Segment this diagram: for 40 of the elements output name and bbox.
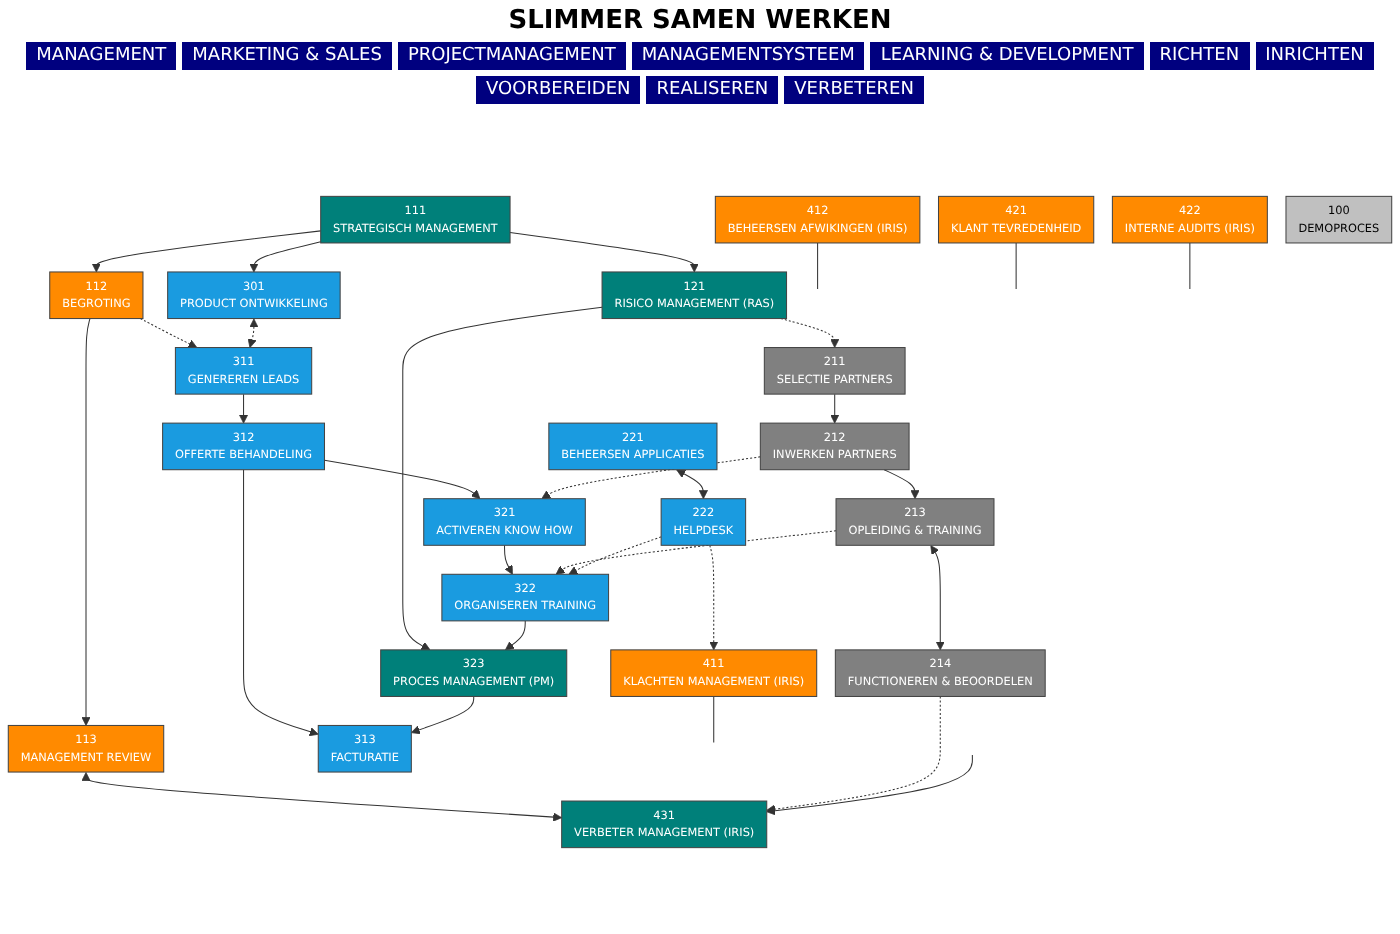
column-header: LEARNING & DEVELOPMENT: [870, 42, 1144, 70]
arrow: [402, 306, 603, 651]
arrow: [505, 620, 526, 651]
arrow: [81, 318, 91, 726]
arrow: [568, 536, 662, 575]
row-header: INRICHTEN: [1255, 42, 1374, 70]
arrow: [323, 459, 481, 500]
column-header: PROJECTMANAGEMENT: [397, 42, 626, 70]
arrow: [541, 456, 761, 500]
column-header: MANAGEMENTSYSTEEM: [631, 42, 865, 70]
connector: [1015, 242, 1017, 290]
arrow: [676, 469, 708, 500]
arrow: [81, 772, 563, 822]
arrow: [504, 544, 513, 575]
arrow: [410, 695, 475, 735]
arrow: [91, 230, 322, 273]
arrow: [766, 754, 973, 816]
arrow: [780, 318, 840, 348]
arrow: [555, 530, 837, 575]
row-header: REALISEREN: [646, 76, 779, 104]
connector: [713, 695, 715, 744]
column-header: MANAGEMENT: [26, 42, 177, 70]
row-header: VOORBEREIDEN: [476, 76, 641, 104]
connector: [1189, 242, 1191, 290]
arrow: [249, 241, 322, 273]
row-header: VERBETEREN: [784, 76, 924, 104]
arrow: [247, 318, 259, 348]
arrow: [509, 231, 699, 273]
connector: [817, 242, 819, 290]
arrow: [709, 544, 719, 651]
arrow: [930, 545, 945, 651]
arrow: [239, 393, 249, 424]
arrow: [830, 393, 840, 424]
arrow: [766, 695, 941, 814]
row-header: RICHTEN: [1149, 42, 1250, 70]
arrow: [883, 469, 920, 500]
arrow: [139, 318, 198, 348]
diagram-title: SLIMMER SAMEN WERKEN: [508, 4, 892, 40]
column-header: MARKETING & SALES: [182, 42, 392, 70]
arrow: [243, 469, 319, 737]
